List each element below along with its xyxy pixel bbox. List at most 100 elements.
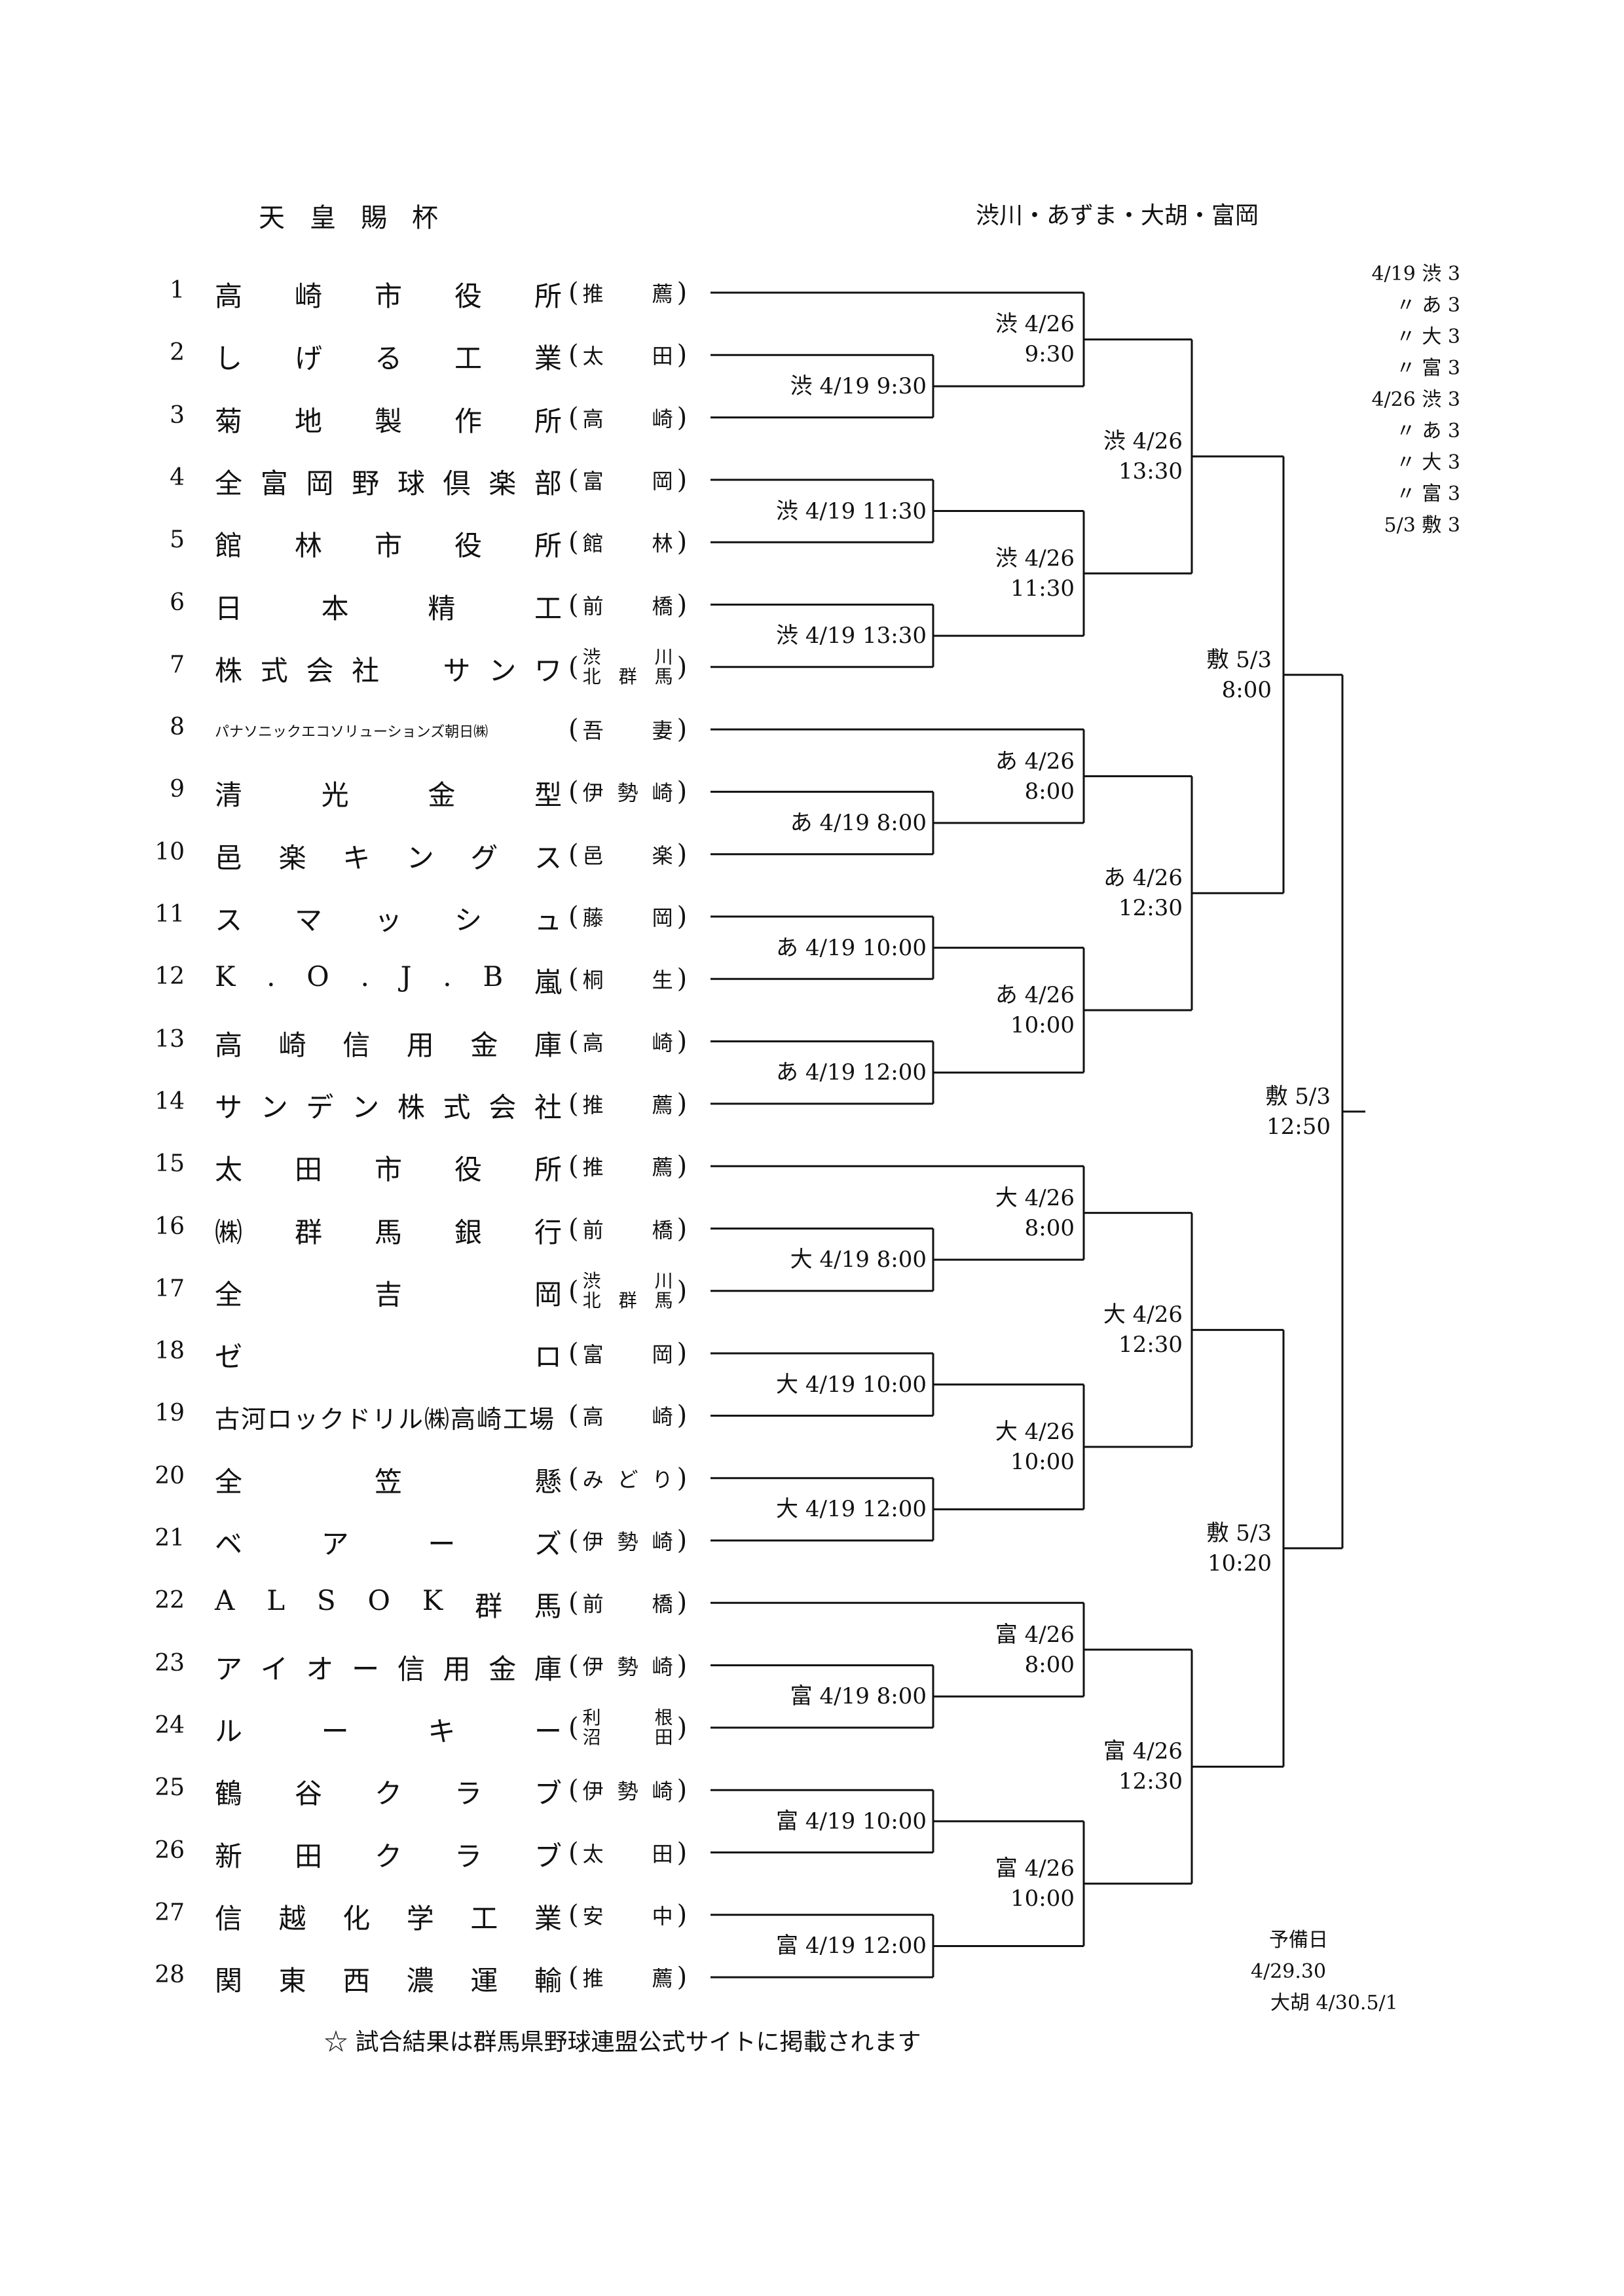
team-prefecture: (推薦) (568, 1151, 688, 1182)
team-name: 館林市役所 (215, 530, 562, 562)
r1-match-label: あ 4/19 10:00 (776, 934, 927, 961)
team-name: 関東西濃運輸 (215, 1965, 562, 1997)
legend-item: 4/26 渋 3 (1371, 388, 1460, 411)
team-number: 6 (170, 589, 185, 616)
legend-item: 〃 大 3 (1395, 325, 1460, 348)
team-name: 全笠懸 (215, 1465, 562, 1498)
r1-match-label: 富 4/19 12:00 (776, 1933, 927, 1959)
team-number: 28 (155, 1961, 185, 1989)
team-number: 18 (155, 1338, 185, 1365)
team-name: 清光金型 (215, 779, 562, 812)
team-name: 鶴谷クラブ (215, 1777, 562, 1810)
team-number: 13 (155, 1025, 185, 1053)
team-prefecture: (高崎) (568, 402, 688, 433)
team-name: しげる工業 (215, 342, 562, 375)
team-prefecture: (邑楽) (568, 839, 688, 869)
r1-match-label: あ 4/19 12:00 (776, 1059, 927, 1086)
page-title: 天皇賜杯 (259, 203, 463, 233)
team-number: 8 (170, 714, 185, 741)
team-name: 全富岡野球倶楽部 (215, 467, 562, 500)
team-number: 11 (155, 901, 185, 928)
team-prefecture: (太田) (568, 340, 688, 371)
team-prefecture: (前橋) (568, 1213, 688, 1244)
team-number: 1 (170, 277, 185, 304)
team-prefecture: (伊勢崎) (568, 1775, 688, 1806)
legend-item: 5/3 敷 3 (1384, 514, 1460, 537)
footer-note: ☆ 試合結果は群馬県野球連盟公式サイトに掲載されます (324, 2029, 921, 2056)
team-number: 5 (170, 526, 185, 554)
team-prefecture: (富岡) (568, 1338, 688, 1369)
team-prefecture: (館林) (568, 527, 688, 558)
team-name: 太田市役所 (215, 1154, 562, 1186)
r1-match-label: あ 4/19 8:00 (790, 810, 927, 837)
team-prefecture: (推薦) (568, 278, 688, 308)
team-prefecture: (吾妻) (568, 714, 688, 745)
team-number: 23 (155, 1649, 185, 1677)
team-prefecture: (安中) (568, 1899, 688, 1930)
team-prefecture: (渋川北群馬) (568, 1269, 688, 1311)
team-number: 2 (170, 339, 185, 367)
team-name: 邑楽キングス (215, 841, 562, 874)
spare-label: 予備日 (1269, 1929, 1328, 1952)
team-prefecture: (伊勢崎) (568, 1650, 688, 1681)
team-name: 株式会社 サンワ (215, 654, 562, 687)
team-prefecture: (推薦) (568, 1962, 688, 1993)
venue-list: 渋川・あずま・大胡・富岡 (976, 202, 1259, 229)
team-prefecture: (前橋) (568, 1588, 688, 1618)
team-name: パナソニックエコソリューションズ朝日㈱ (215, 724, 489, 741)
team-number: 3 (170, 401, 185, 429)
team-prefecture: (利根沼田) (568, 1706, 688, 1748)
team-number: 22 (155, 1587, 185, 1614)
team-prefecture: (藤岡) (568, 902, 688, 932)
legend-item: 〃 あ 3 (1395, 420, 1460, 443)
legend-item: 〃 富 3 (1395, 357, 1460, 380)
r1-match-label: 大 4/19 10:00 (776, 1371, 927, 1398)
team-prefecture: (伊勢崎) (568, 1525, 688, 1556)
spare-ogo: 大胡 4/30.5/1 (1270, 1992, 1398, 2014)
team-prefecture: (高崎) (568, 1026, 688, 1057)
r1-match-label: 富 4/19 8:00 (790, 1683, 927, 1710)
team-number: 21 (155, 1525, 185, 1552)
team-name: ゼロ (215, 1341, 562, 1374)
team-name: ベアーズ (215, 1528, 562, 1560)
r1-match-label: 大 4/19 12:00 (776, 1496, 927, 1523)
team-number: 19 (155, 1400, 185, 1427)
team-name: 全吉岡 (215, 1278, 562, 1311)
legend-item: 〃 あ 3 (1395, 294, 1460, 317)
r1-match-label: 渋 4/19 11:30 (776, 498, 927, 524)
team-name: 信越化学工業 (215, 1902, 562, 1935)
team-prefecture: (みどり) (568, 1463, 688, 1493)
team-number: 4 (170, 464, 185, 491)
team-number: 27 (155, 1899, 185, 1926)
team-name: 古河ロックドリル㈱高崎工場 (215, 1405, 556, 1434)
spare-dates: 4/29.30 (1251, 1960, 1327, 1983)
team-number: 24 (155, 1711, 185, 1739)
team-number: 9 (170, 776, 185, 803)
team-prefecture: (高崎) (568, 1400, 688, 1431)
team-name: 菊地製作所 (215, 405, 562, 437)
team-prefecture: (渋川北群馬) (568, 646, 688, 687)
team-name: ㈱群馬銀行 (215, 1216, 562, 1248)
team-name: 高崎市役所 (215, 280, 562, 312)
team-prefecture: (伊勢崎) (568, 776, 688, 807)
team-name: 日本精工 (215, 592, 562, 625)
r1-match-label: 大 4/19 8:00 (790, 1247, 927, 1273)
team-name: 新田クラブ (215, 1840, 562, 1872)
team-name: ルーキー (215, 1715, 562, 1747)
team-name: サンデン株式会社 (215, 1091, 562, 1123)
team-number: 26 (155, 1836, 185, 1864)
legend-item: 〃 富 3 (1395, 483, 1460, 505)
